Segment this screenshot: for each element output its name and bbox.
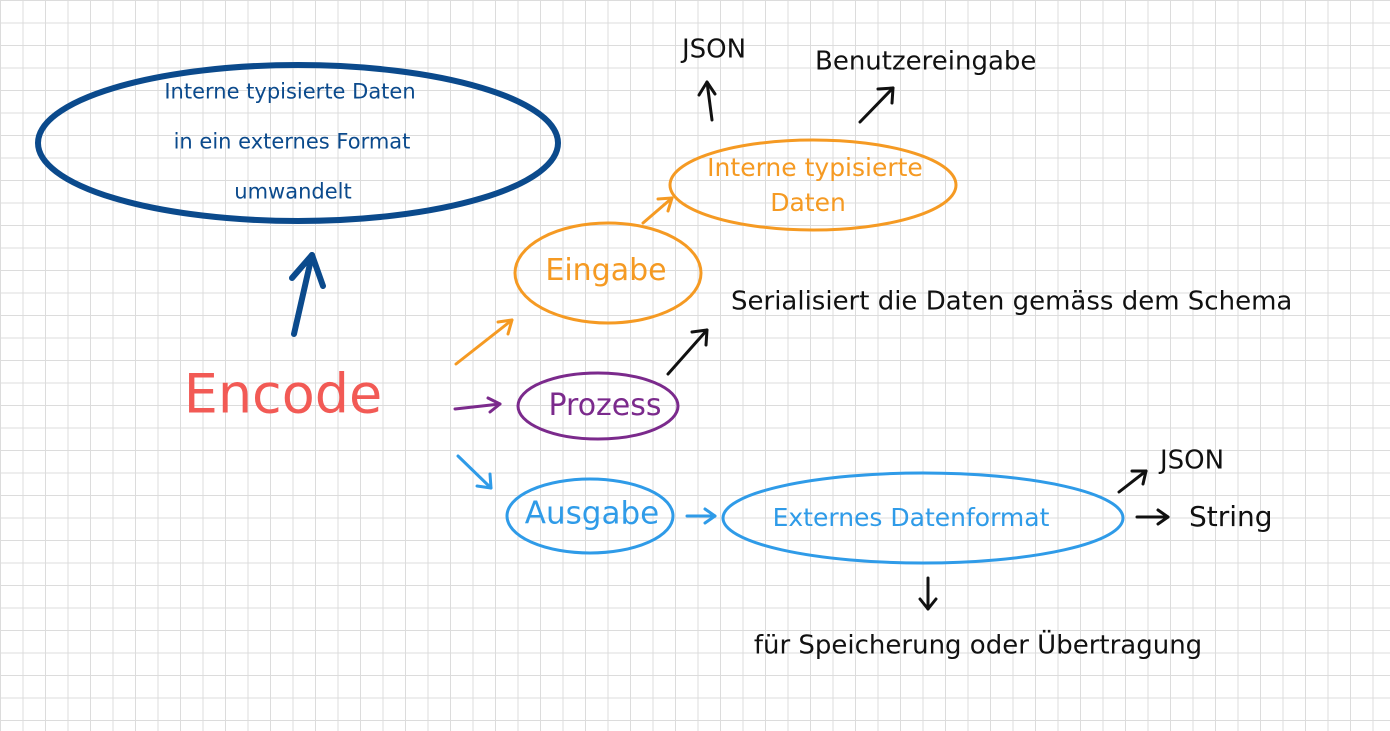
central-node-encode: Encode — [183, 362, 383, 426]
arrow-encode-to-definition — [289, 252, 326, 337]
input-target-line-1: Interne typisierte — [707, 153, 923, 182]
output-target-label: Externes Datenformat — [772, 503, 1050, 532]
arrow-encode-to-output — [456, 454, 493, 490]
output-label: Ausgabe — [524, 495, 660, 532]
output-example-json: JSON — [1160, 445, 1225, 476]
arrow-target-to-json — [697, 80, 717, 122]
arrow-target-to-json-2 — [1117, 469, 1148, 494]
arrow-output-to-target — [685, 507, 717, 525]
arrow-process-to-description — [666, 328, 709, 376]
process-label: Prozess — [548, 388, 662, 423]
process-description: Serialisiert die Daten gemäss dem Schema — [731, 286, 1293, 317]
output-purpose: für Speicherung oder Übertragung — [753, 630, 1203, 661]
input-label: Eingabe — [545, 253, 667, 288]
output-target-ellipse — [721, 471, 1125, 565]
definition-line-1: Interne typisierte Daten — [164, 79, 416, 104]
arrow-target-to-user-input — [858, 86, 895, 124]
input-ellipse — [513, 221, 703, 325]
input-target-ellipse — [668, 138, 958, 232]
definition-ellipse — [35, 62, 561, 224]
input-example-json: JSON — [681, 34, 747, 65]
definition-line-3: umwandelt — [234, 179, 352, 204]
arrow-target-to-purpose — [918, 576, 938, 611]
output-example-string: String — [1189, 500, 1273, 534]
input-example-user-input: Benutzereingabe — [815, 46, 1037, 77]
output-ellipse — [505, 477, 675, 555]
process-ellipse — [516, 371, 680, 441]
arrow-input-to-target — [641, 196, 674, 225]
input-target-line-2: Daten — [770, 188, 846, 217]
arrow-encode-to-input — [454, 318, 514, 366]
definition-line-2: in ein externes Format — [173, 129, 411, 154]
arrow-encode-to-process — [453, 396, 502, 414]
arrow-target-to-string — [1135, 508, 1170, 526]
